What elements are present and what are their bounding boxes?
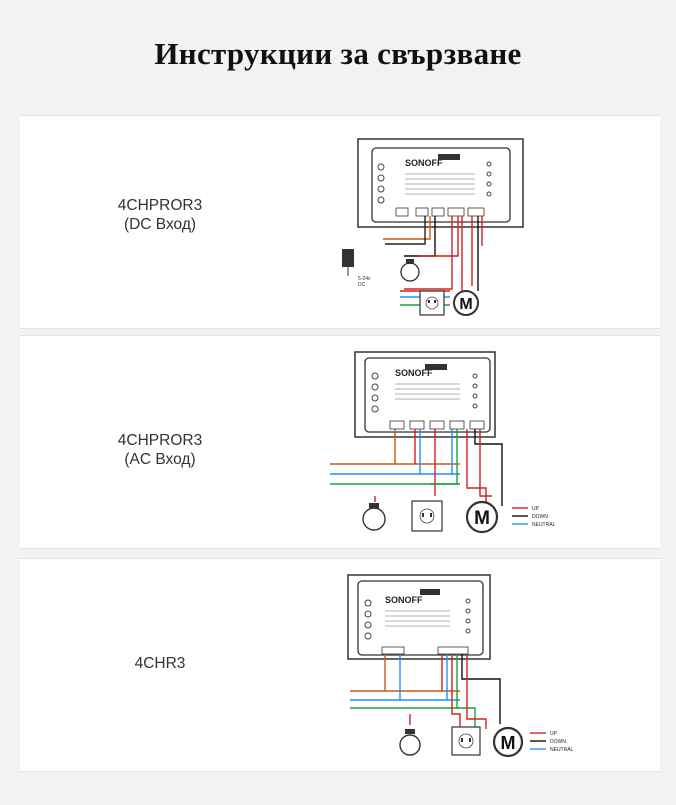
model-name: 4CHR3 bbox=[134, 655, 186, 672]
svg-text:M: M bbox=[501, 733, 516, 753]
light-bulb-icon bbox=[362, 503, 386, 531]
wire-down bbox=[461, 654, 501, 724]
light-bulb-icon bbox=[399, 729, 421, 756]
label-lines bbox=[395, 383, 460, 400]
motor-icon: M bbox=[453, 290, 479, 316]
terminal-block bbox=[389, 420, 485, 430]
wire-label-neutral: NEUTRAL bbox=[550, 747, 574, 753]
wiring-diagram: SONOFF 5-2 bbox=[342, 138, 524, 316]
svg-text:DC: DC bbox=[358, 282, 366, 288]
wire-label-up: UP bbox=[532, 506, 540, 512]
model-label: 4CHR3 bbox=[80, 654, 240, 673]
device-body bbox=[364, 357, 491, 433]
svg-text:5-24v: 5-24v bbox=[358, 276, 371, 282]
wire-label-neutral: NEUTRAL bbox=[532, 522, 556, 528]
model-name: 4CHPROR3 bbox=[117, 197, 203, 214]
svg-text:M: M bbox=[474, 508, 490, 529]
wire-label-up: UP bbox=[550, 731, 558, 737]
power-socket-icon bbox=[451, 726, 481, 756]
label-lines bbox=[405, 173, 475, 195]
model-input-type: (DC Вход) bbox=[123, 216, 197, 233]
model-badge bbox=[438, 154, 460, 160]
left-button-column bbox=[377, 163, 385, 204]
left-button-column bbox=[371, 372, 379, 413]
device-body bbox=[371, 147, 511, 223]
model-label: 4CHPROR3 (DC Вход) bbox=[80, 196, 240, 234]
page-title: Инструкции за свързване bbox=[154, 36, 522, 71]
label-lines bbox=[385, 610, 450, 627]
wire-phase bbox=[383, 216, 431, 240]
motor-icon: M bbox=[492, 726, 524, 758]
wiring-panel-4chpror3-dc: 4CHPROR3 (DC Вход) SONOFF bbox=[20, 115, 660, 329]
device-body bbox=[357, 580, 484, 656]
motor-icon: M bbox=[465, 500, 499, 534]
brand-logo: SONOFF bbox=[395, 368, 433, 378]
wiring-panel-4chpror3-ac: 4CHPROR3 (AC Вход) SONOFF bbox=[20, 335, 660, 549]
dc-power-adapter bbox=[342, 249, 354, 267]
wire-live bbox=[404, 216, 453, 290]
terminal-block bbox=[395, 207, 485, 217]
brand-logo: SONOFF bbox=[405, 158, 443, 168]
model-name: 4CHPROR3 bbox=[117, 432, 203, 449]
left-button-column bbox=[364, 599, 372, 640]
right-led-column bbox=[486, 161, 492, 197]
brand-logo: SONOFF bbox=[385, 595, 423, 605]
power-socket-icon bbox=[419, 290, 445, 316]
right-led-column bbox=[472, 373, 478, 409]
light-bulb-icon bbox=[400, 259, 420, 282]
wiring-diagram: SONOFF UP bbox=[330, 351, 556, 534]
wire-label-down: DOWN bbox=[550, 739, 566, 745]
model-input-type: (AC Вход) bbox=[124, 451, 196, 468]
wire-down bbox=[474, 429, 503, 506]
svg-text:M: M bbox=[459, 296, 472, 313]
wiring-panel-4chr3: 4CHR3 SONOFF bbox=[20, 558, 660, 772]
right-led-column bbox=[465, 598, 471, 634]
model-label: 4CHPROR3 (AC Вход) bbox=[80, 431, 240, 469]
wire-label-down: DOWN bbox=[532, 514, 548, 520]
terminal-block bbox=[381, 646, 469, 655]
model-badge bbox=[420, 589, 440, 595]
model-badge bbox=[425, 364, 447, 370]
wiring-diagram: SONOFF UP DOWN NEUTRAL bbox=[347, 574, 574, 758]
power-socket-icon bbox=[411, 500, 443, 532]
